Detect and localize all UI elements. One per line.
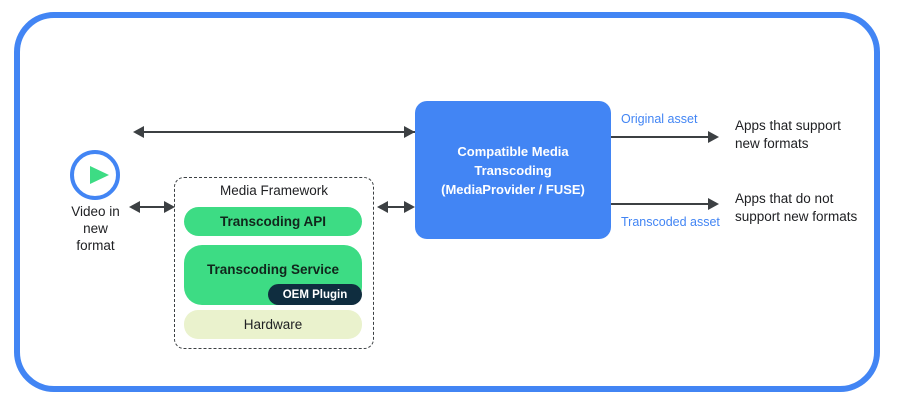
arrow-line-source-to-transcoder bbox=[143, 131, 415, 133]
arrow-head-original-asset bbox=[708, 131, 719, 143]
hardware-layer[interactable]: Hardware bbox=[184, 310, 362, 339]
arrow-head-right-source-framework bbox=[164, 201, 175, 213]
arrow-line-original-asset bbox=[611, 136, 711, 138]
play-triangle-icon bbox=[90, 166, 109, 184]
arrow-head-left-framework-transcoder bbox=[377, 201, 388, 213]
arrow-head-transcoded-asset bbox=[708, 198, 719, 210]
media-framework-title: Media Framework bbox=[219, 183, 329, 198]
arrow-line-transcoded-asset bbox=[611, 203, 711, 205]
oem-plugin-badge[interactable]: OEM Plugin bbox=[268, 284, 362, 305]
transcoding-api-layer[interactable]: Transcoding API bbox=[184, 207, 362, 236]
arrow-head-left-source-framework bbox=[129, 201, 140, 213]
media-framework-container bbox=[174, 177, 374, 349]
compatible-media-transcoding-box[interactable]: Compatible Media Transcoding (MediaProvi… bbox=[415, 101, 611, 239]
play-circle-icon bbox=[70, 150, 120, 200]
video-source-caption: Video in new format bbox=[71, 204, 120, 253]
arrow-head-right-top bbox=[404, 126, 415, 138]
arrow-head-left-top bbox=[133, 126, 144, 138]
arrow-line-source-to-framework bbox=[139, 206, 165, 208]
original-asset-label: Original asset bbox=[621, 112, 698, 126]
apps-support-new-formats-label: Apps that support new formats bbox=[735, 118, 841, 151]
outer-frame-border bbox=[14, 12, 880, 392]
transcoded-asset-label: Transcoded asset bbox=[621, 215, 720, 229]
arrow-head-right-framework-transcoder bbox=[404, 201, 415, 213]
apps-no-support-new-formats-label: Apps that do not support new formats bbox=[735, 191, 858, 224]
arrow-line-framework-to-transcoder bbox=[387, 206, 405, 208]
